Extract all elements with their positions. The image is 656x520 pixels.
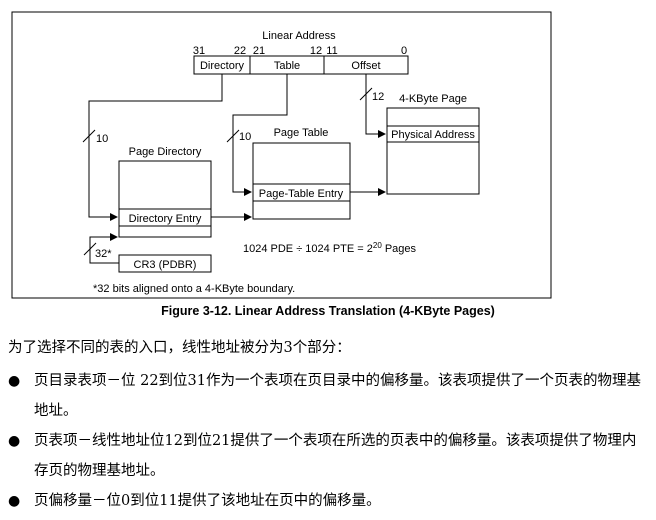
linear-address-box <box>193 55 409 75</box>
linear-address-title: Linear Address <box>262 30 336 42</box>
table-arrow <box>232 74 288 196</box>
directory-entry: Directory Entry <box>129 213 202 225</box>
bit-label-0: 0 <box>401 45 407 57</box>
width-label-directory: 10 <box>96 133 108 145</box>
page-table-box <box>252 142 351 220</box>
field-offset: Offset <box>351 60 380 72</box>
field-table: Table <box>274 60 300 72</box>
page-table-entry: Page-Table Entry <box>259 188 344 200</box>
cr3-arrow <box>89 233 119 264</box>
pages-formula: 1024 PDE ÷ 1024 PTE = 220 Pages <box>243 241 417 256</box>
linear-address-translation-diagram: Linear Address 31 22 21 12 11 0 Director… <box>11 11 552 299</box>
bit-label-21: 21 <box>253 45 265 57</box>
bit-label-22: 22 <box>234 45 246 57</box>
intro-paragraph: 为了选择不同的表的入口，线性地址被分为3个部分： <box>8 340 351 356</box>
bullet-icon: ● <box>8 493 21 509</box>
width-label-offset: 12 <box>372 91 384 103</box>
page-box <box>386 107 480 195</box>
physical-address-entry: Physical Address <box>391 129 475 141</box>
list-item: ● 页偏移量－位0到位11提供了该地址在页中的偏移量。 <box>8 486 648 516</box>
bullet-text: 页目录表项－位 22到位31作为一个表项在页目录中的偏移量。该表项提供了一个页表… <box>34 373 642 419</box>
field-directory: Directory <box>200 60 245 72</box>
bullet-text: 页偏移量－位0到位11提供了该地址在页中的偏移量。 <box>34 493 381 509</box>
width-label-table: 10 <box>239 131 251 143</box>
page-label: 4-KByte Page <box>399 93 467 105</box>
width-label-cr3: 32* <box>95 248 112 260</box>
footnote: *32 bits aligned onto a 4-KByte boundary… <box>93 283 295 295</box>
page-directory-box <box>118 160 212 238</box>
bit-label-31: 31 <box>193 45 205 57</box>
bullet-list: ● 页目录表项－位 22到位31作为一个表项在页目录中的偏移量。该表项提供了一个… <box>8 366 648 516</box>
cr3-label: CR3 (PDBR) <box>134 259 197 271</box>
page-directory-label: Page Directory <box>129 146 202 158</box>
bit-label-12: 12 <box>310 45 322 57</box>
list-item: ● 页表项－线性地址位12到位21提供了一个表项在所选的页表中的偏移量。该表项提… <box>8 426 648 486</box>
list-item: ● 页目录表项－位 22到位31作为一个表项在页目录中的偏移量。该表项提供了一个… <box>8 366 648 426</box>
page-table-label: Page Table <box>274 127 329 139</box>
bullet-text: 页表项－线性地址位12到位21提供了一个表项在所选的页表中的偏移量。该表项提供了… <box>34 433 637 479</box>
bit-label-11: 11 <box>326 45 337 57</box>
figure-frame <box>11 11 552 299</box>
offset-arrow <box>365 74 386 138</box>
bullet-icon: ● <box>8 373 21 389</box>
directory-arrow <box>88 74 223 221</box>
figure-caption: Figure 3-12. Linear Address Translation … <box>161 304 495 318</box>
bullet-icon: ● <box>8 433 21 449</box>
